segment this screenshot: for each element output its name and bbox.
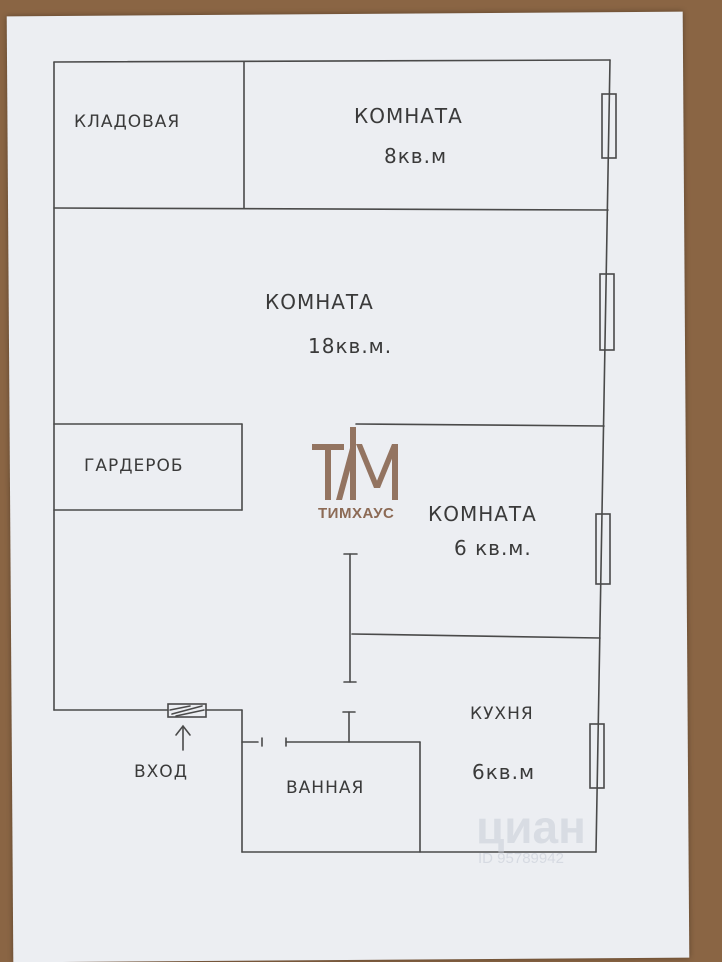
room3-area-label: 6 кв.м.	[454, 536, 532, 560]
cian-watermark: циан	[476, 801, 586, 853]
window-3	[595, 513, 611, 585]
room2-name-label: КОМНАТА	[265, 290, 374, 314]
pantry-label: КЛАДОВАЯ	[74, 112, 181, 132]
cian-watermark-id: ID 95789942	[478, 850, 564, 867]
room3-top	[355, 423, 605, 427]
kitchen-area-label: 6кв.м	[472, 760, 536, 784]
window-1	[601, 93, 617, 159]
logo-watermark-text: ТИМХАУС	[318, 505, 395, 522]
room2-area-label: 18кв.м.	[308, 334, 393, 358]
room3-name-label: КОМНАТА	[428, 502, 537, 526]
entrance-label: ВХОД	[134, 762, 188, 782]
wall-top-rooms-bottom	[53, 207, 609, 211]
room1-area-label: 8кв.м	[384, 144, 448, 168]
window-4	[589, 723, 605, 789]
room1-name-label: КОМНАТА	[354, 104, 463, 128]
entrance-door	[167, 703, 207, 718]
window-2	[599, 273, 615, 351]
logo-mark	[312, 427, 398, 500]
kitchen-name-label: КУХНЯ	[470, 704, 534, 724]
wardrobe-label: ГАРДЕРОБ	[84, 456, 184, 476]
wall-top	[53, 59, 611, 63]
wall-right	[595, 59, 611, 853]
bathroom-label: ВАННАЯ	[286, 778, 365, 798]
room3-bottom	[351, 633, 601, 639]
